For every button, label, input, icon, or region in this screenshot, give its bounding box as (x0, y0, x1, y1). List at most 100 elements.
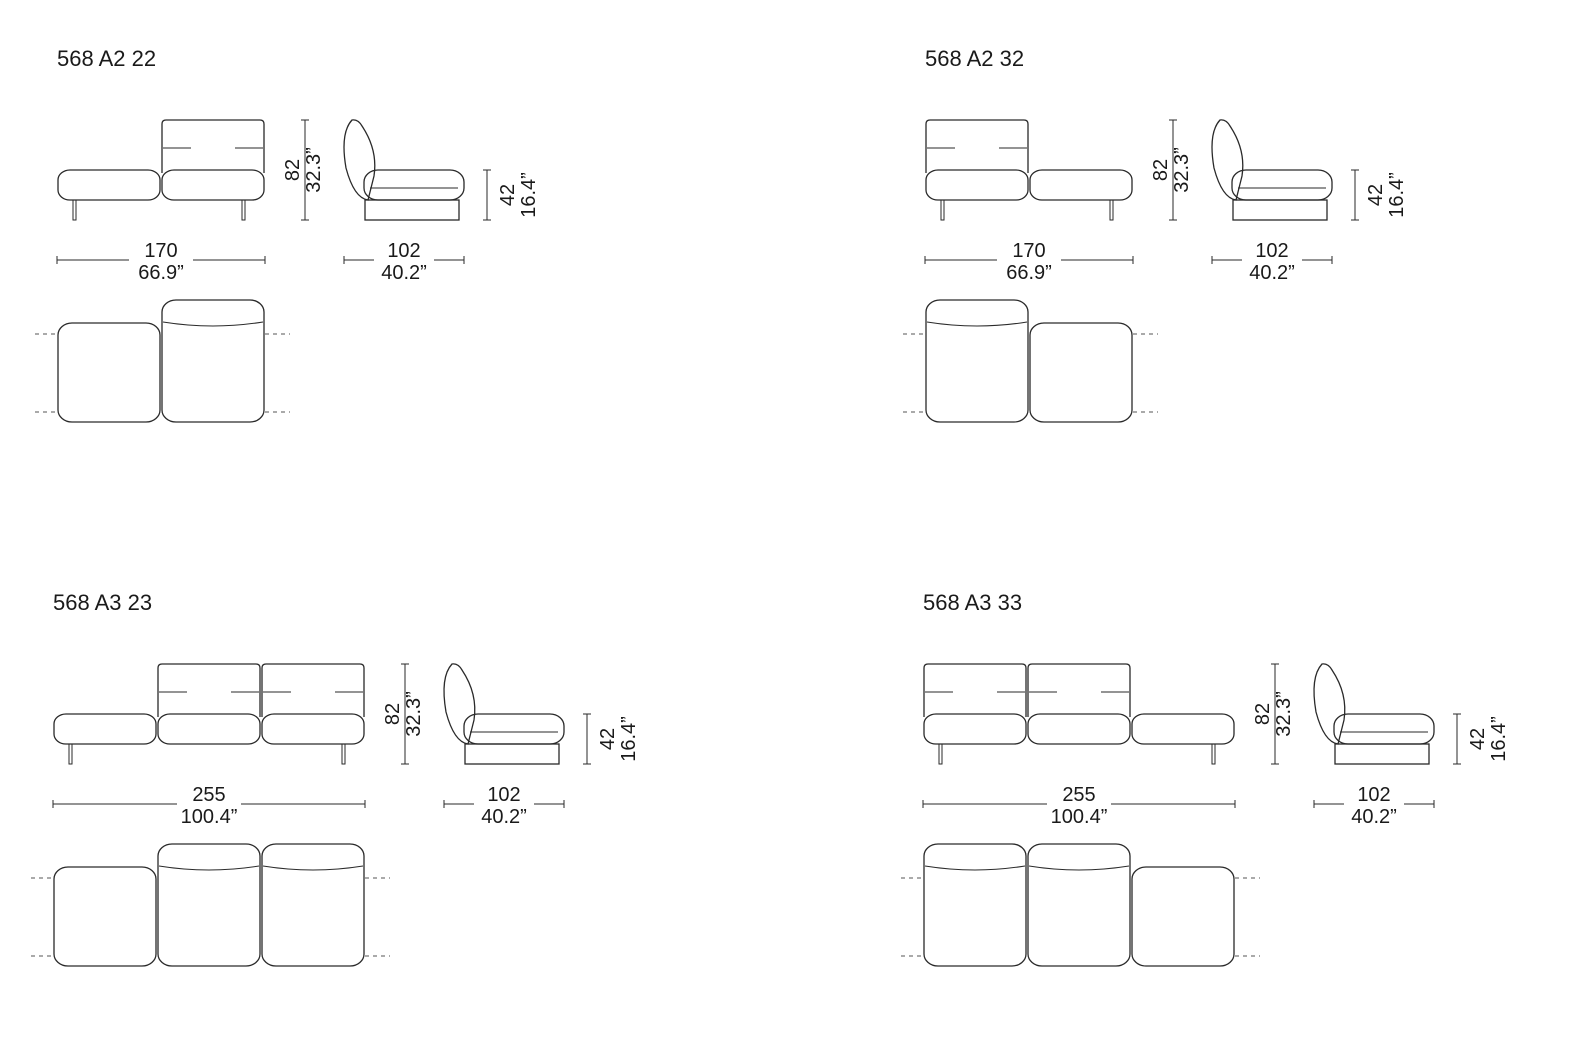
width-in: 100.4” (181, 806, 238, 828)
seat-height-cm: 42 (1365, 184, 1387, 206)
depth-cm: 102 (1357, 784, 1390, 806)
plan-module-seat (1029, 322, 1133, 423)
side-view (1211, 119, 1333, 221)
height-cm: 82 (282, 159, 304, 181)
depth-in: 40.2” (481, 806, 527, 828)
width-cm: 255 (1062, 784, 1095, 806)
leg (72, 199, 77, 221)
side-seat (463, 713, 565, 745)
height-cm: 82 (382, 703, 404, 725)
width-in: 100.4” (1051, 806, 1108, 828)
height-in: 32.3” (403, 691, 425, 737)
leg (1211, 743, 1216, 765)
leg (68, 743, 73, 765)
leg (341, 743, 346, 765)
plan-backrest-edge (1028, 865, 1130, 871)
leg (241, 199, 246, 221)
height-in: 32.3” (1171, 147, 1193, 193)
plan-module-seat (1131, 866, 1235, 967)
height-cm: 82 (1150, 159, 1172, 181)
front-view (923, 663, 1235, 765)
seat-cushion (53, 713, 157, 745)
plan-view (31, 843, 390, 967)
seat-cushion (925, 169, 1029, 201)
plan-module-with-back (1027, 843, 1131, 967)
backrest (261, 663, 365, 717)
depth-in: 40.2” (1351, 806, 1397, 828)
plan-backrest-edge (162, 321, 264, 327)
front-view (53, 663, 365, 765)
width-cm: 255 (192, 784, 225, 806)
backrest (1027, 663, 1131, 717)
width-in: 66.9” (138, 262, 184, 284)
seat-height-in: 16.4” (518, 172, 540, 218)
depth-cm: 102 (387, 240, 420, 262)
seat-cushion (161, 169, 265, 201)
leg (1109, 199, 1114, 221)
height-cm: 82 (1252, 703, 1274, 725)
seat-height-cm: 42 (597, 728, 619, 750)
side-seat (363, 169, 465, 201)
seat-cushion (1027, 713, 1131, 745)
seat-height-cm: 42 (497, 184, 519, 206)
height-in: 32.3” (303, 147, 325, 193)
front-view (925, 119, 1133, 221)
backrest (923, 663, 1027, 717)
side-seat (1333, 713, 1435, 745)
plan-module-with-back (161, 299, 265, 423)
plan-view (903, 299, 1158, 423)
product-code: 568 A3 23 (53, 590, 152, 615)
plan-module-with-back (261, 843, 365, 967)
seat-cushion (923, 713, 1027, 745)
side-view (343, 119, 465, 221)
depth-in: 40.2” (1249, 262, 1295, 284)
plan-backrest-edge (158, 865, 260, 871)
width-cm: 170 (144, 240, 177, 262)
plan-backrest-edge (926, 321, 1028, 327)
seat-cushion (261, 713, 365, 745)
plan-module-seat (57, 322, 161, 423)
plan-module-with-back (923, 843, 1027, 967)
plan-view (901, 843, 1260, 967)
backrest (157, 663, 261, 717)
depth-cm: 102 (1255, 240, 1288, 262)
plan-view (35, 299, 290, 423)
seat-cushion (157, 713, 261, 745)
side-base (1334, 743, 1430, 765)
plan-module-with-back (157, 843, 261, 967)
product-code: 568 A3 33 (923, 590, 1022, 615)
height-in: 32.3” (1273, 691, 1295, 737)
depth-in: 40.2” (381, 262, 427, 284)
seat-cushion (1131, 713, 1235, 745)
plan-module-seat (53, 866, 157, 967)
front-view (57, 119, 265, 221)
side-base (1232, 199, 1328, 221)
product-code: 568 A2 22 (57, 46, 156, 71)
plan-module-with-back (925, 299, 1029, 423)
width-in: 66.9” (1006, 262, 1052, 284)
backrest (161, 119, 265, 173)
seat-height-cm: 42 (1467, 728, 1489, 750)
backrest (925, 119, 1029, 173)
seat-height-in: 16.4” (1488, 716, 1510, 762)
seat-height-in: 16.4” (618, 716, 640, 762)
seat-height-in: 16.4” (1386, 172, 1408, 218)
leg (940, 199, 945, 221)
seat-cushion (57, 169, 161, 201)
product-code: 568 A2 32 (925, 46, 1024, 71)
plan-backrest-edge (262, 865, 364, 871)
width-cm: 170 (1012, 240, 1045, 262)
side-base (464, 743, 560, 765)
leg (938, 743, 943, 765)
side-view (443, 663, 565, 765)
plan-backrest-edge (924, 865, 1026, 871)
side-base (364, 199, 460, 221)
depth-cm: 102 (487, 784, 520, 806)
seat-cushion (1029, 169, 1133, 201)
side-seat (1231, 169, 1333, 201)
